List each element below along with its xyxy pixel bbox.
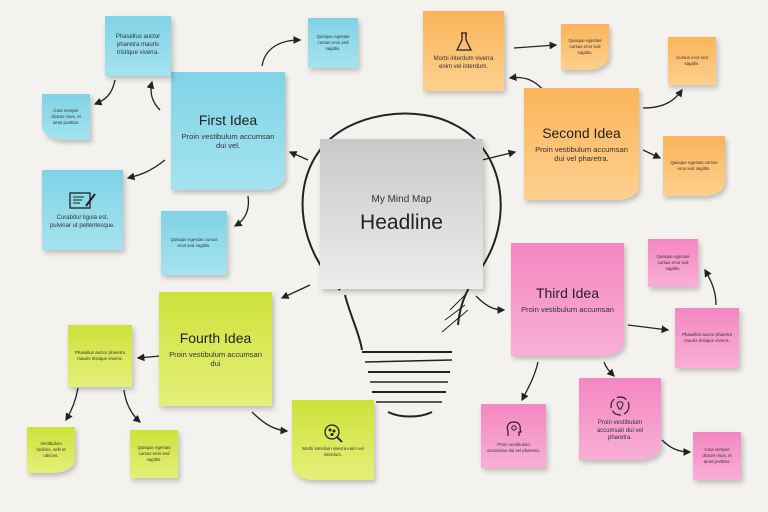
fourth-left-text: Phasellus auctor pharetra mauris tristiq… xyxy=(74,350,126,361)
third-bottom-left-note: Proin vestibulum accumsan dui vel pharet… xyxy=(481,404,546,468)
first-bottom-note: Quisque egestas cursus eros sed sagittis… xyxy=(161,211,227,275)
second-top-left-note: Morbi interdum viverra enim vel interdum… xyxy=(423,11,504,91)
fourth-bottom-right-note: Morbi interdum viverra enim vel interdum… xyxy=(292,400,374,480)
second-right-note: Cursus eros sed sagittis. xyxy=(668,37,716,85)
fourth-idea-note: Fourth Idea Proin vestibulum accumsan du… xyxy=(159,292,272,406)
fourth-far-mid-note: Quisque egestas cursus eros sed sagittis… xyxy=(130,430,178,478)
first-left-note: Cras semper dictum risus, et amet portti… xyxy=(42,94,90,140)
fourth-far-mid-text: Quisque egestas cursus eros sed sagittis… xyxy=(137,445,171,462)
third-idea-note: Third Idea Proin vestibulum accumsan xyxy=(511,243,624,356)
fourth-left-note: Phasellus auctor pharetra mauris tristiq… xyxy=(68,325,132,387)
second-right-text: Cursus eros sed sagittis. xyxy=(676,55,708,66)
fourth-far-left-text: Vestibulum facilisis, velit et ultrices. xyxy=(36,441,66,458)
document-edit-icon xyxy=(68,192,96,209)
flask-icon xyxy=(455,32,472,51)
fourth-bottom-right-text: Morbi interdum viverra enim vel interdum… xyxy=(302,445,364,457)
first-bottom-text: Quisque egestas cursus eros sed sagittis… xyxy=(170,237,218,248)
third-bottom-mid-note: Proin vestibulum accumsan dui vel pharet… xyxy=(579,378,661,460)
first-top-right-text: Quisque egestas cursus eros sed sagittis… xyxy=(316,34,350,51)
first-idea-note: First Idea Proin vestibulum accumsan dui… xyxy=(171,72,285,190)
first-idea-body: Proin vestibulum accumsan dui vel. xyxy=(181,131,275,150)
headline-note: My Mind Map Headline xyxy=(320,139,483,289)
lightbulb-cycle-icon xyxy=(610,396,630,416)
head-gear-icon xyxy=(506,421,522,436)
third-idea-body: Proin vestibulum accumsan xyxy=(521,304,614,314)
third-top-text: Quisque egestas cursus eros sed sagittis… xyxy=(656,254,690,271)
first-bottom-left-note: Curabitur ligula est, pulvinar ut pellen… xyxy=(42,170,123,250)
second-bottom-text: Quisque egestas cursus eros sed sagittis… xyxy=(670,160,718,171)
first-top-right-note: Quisque egestas cursus eros sed sagittis… xyxy=(308,18,358,68)
fourth-far-left-note: Vestibulum facilisis, velit et ultrices. xyxy=(27,427,75,473)
first-top-text: Phasellus auctor pharetra mauris tristiq… xyxy=(115,34,161,56)
third-idea-title: Third Idea xyxy=(535,284,600,301)
third-bottom-mid-text: Proin vestibulum accumsan dui vel pharet… xyxy=(596,419,644,442)
fourth-idea-body: Proin vestibulum accumsan dui xyxy=(169,349,262,368)
search-molecule-icon xyxy=(324,424,343,443)
second-bottom-note: Quisque egestas cursus eros sed sagittis… xyxy=(663,136,725,196)
headline-title: Headline xyxy=(360,210,443,234)
first-idea-title: First Idea xyxy=(198,111,258,128)
third-top-note: Quisque egestas cursus eros sed sagittis… xyxy=(648,239,698,287)
headline-subtitle: My Mind Map xyxy=(371,193,432,205)
second-top-mid-note: Quisque egestas cursus eros sed sagittis… xyxy=(561,24,609,70)
fourth-idea-title: Fourth Idea xyxy=(179,329,252,346)
third-bottom-left-text: Proin vestibulum accumsan dui vel pharet… xyxy=(487,441,540,453)
second-idea-title: Second Idea xyxy=(542,124,621,141)
first-bottom-left-text: Curabitur ligula est, pulvinar ut pellen… xyxy=(49,214,116,229)
first-top-note: Phasellus auctor pharetra mauris tristiq… xyxy=(105,16,171,76)
second-top-mid-text: Quisque egestas cursus eros sed sagittis… xyxy=(568,38,602,55)
second-idea-note: Second Idea Proin vestibulum accumsan du… xyxy=(524,88,639,200)
arrows xyxy=(65,36,717,456)
first-left-text: Cras semper dictum risus, et amet portti… xyxy=(51,108,81,125)
third-bottom-right-note: Cras semper dictum risus, et amet portti… xyxy=(693,432,741,480)
third-right-text: Phasellus auctor pharetra mauris tristiq… xyxy=(681,332,733,343)
third-bottom-right-text: Cras semper dictum risus, et amet portti… xyxy=(702,447,732,464)
third-right-note: Phasellus auctor pharetra mauris tristiq… xyxy=(675,308,739,368)
second-top-left-text: Morbi interdum viverra enim vel interdum… xyxy=(433,55,494,70)
second-idea-body: Proin vestibulum accumsan dui vel pharet… xyxy=(535,144,628,163)
